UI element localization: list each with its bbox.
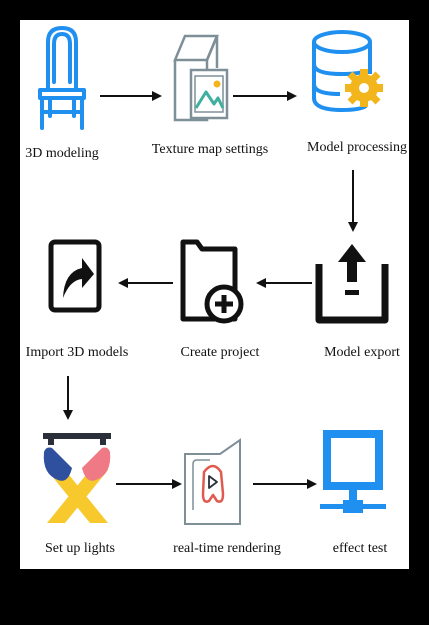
import-share-icon (48, 239, 102, 313)
step-label-create-project: Create project (180, 345, 260, 360)
step-label-texture-map-settings: Texture map settings (151, 142, 269, 157)
monitor-network-icon (320, 430, 386, 513)
step-label-effect-test: effect test (332, 541, 388, 556)
texture-map-icon (173, 34, 229, 122)
database-gear-icon (312, 30, 383, 113)
flow-diagram: 3D modeling Texture map settings Model p… (20, 20, 409, 569)
folder-add-icon (180, 239, 244, 324)
export-tray-icon (315, 244, 389, 324)
step-label-model-processing: Model processing (307, 140, 407, 155)
step-label-3d-modeling: 3D modeling (25, 146, 99, 161)
step-label-set-up-lights: Set up lights (44, 541, 116, 556)
step-label-model-export: Model export (324, 345, 400, 360)
diagram-canvas (38, 26, 389, 525)
step-label-import-3d-models: Import 3D models (25, 345, 129, 360)
render-window-icon (184, 438, 241, 525)
gear-icon (345, 69, 383, 107)
step-label-real-time-rendering: real-time rendering (173, 541, 281, 556)
stage-lights-icon (43, 433, 111, 523)
chair-icon (38, 26, 86, 130)
